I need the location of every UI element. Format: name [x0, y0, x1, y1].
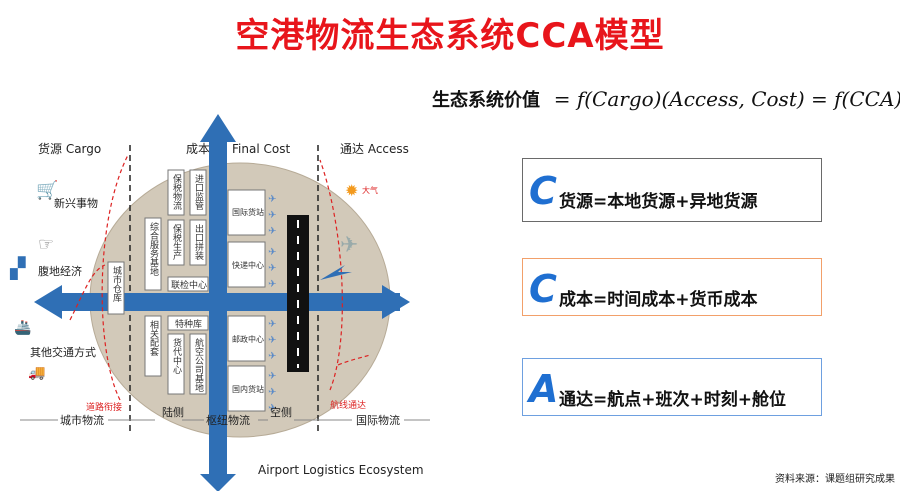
zone-express-center: 快递中心 [232, 260, 264, 270]
zone-city-warehouse: 城市仓库 [111, 266, 122, 303]
svg-text:✈: ✈ [268, 263, 276, 274]
label-cargo: 货源 Cargo [38, 141, 101, 156]
source-note: 资料来源：课题组研究成果 [775, 474, 895, 485]
cargo-text: 货源=本地货源+异地货源 [559, 192, 758, 212]
label-route-access: 航线通达 [330, 399, 366, 411]
item-other-transport: 其他交通方式 [30, 345, 96, 359]
cargo-box: C 货源=本地货源+异地货源 [522, 158, 822, 222]
svg-text:✹: ✹ [345, 181, 358, 200]
svg-text:🛒: 🛒 [36, 179, 58, 201]
zone-airline-base: 航空公司基地 [193, 337, 204, 392]
airport-logistics-diagram: 货源 Cargo 成本 Final Cost 通达 Access ✈ ✈ ✈ ✈ ✈ ✈… [9, 114, 430, 491]
label-land-side: 陆侧 [162, 405, 184, 419]
diagram-caption: Airport Logistics Ecosystem [258, 463, 424, 477]
label-final-cost: Final Cost [232, 142, 290, 156]
zone-export-consolidation: 出口拼装 [193, 223, 204, 261]
svg-text:✈: ✈ [268, 335, 276, 346]
zone-bonded-logistics: 保税物流 [171, 173, 182, 211]
item-weather: 大气 [362, 185, 378, 195]
zone-domestic-cargo-station: 国内货站 [232, 384, 264, 394]
svg-text:🚚: 🚚 [28, 365, 45, 381]
zone-integrated-service: 综合服务基地 [148, 221, 159, 276]
runway [287, 215, 309, 372]
svg-text:✈: ✈ [268, 279, 276, 290]
svg-text:🚢: 🚢 [14, 320, 31, 336]
cost-box: C 成本=时间成本+货币成本 [522, 258, 822, 316]
horizontal-axis-arrow [60, 293, 400, 311]
label-hub-logistics: 枢纽物流 [206, 413, 250, 427]
svg-text:☞: ☞ [38, 234, 54, 255]
svg-text:✈: ✈ [268, 403, 276, 414]
zone-bonded-production: 保税生产 [171, 223, 182, 261]
label-cost: 成本 [186, 142, 210, 156]
svg-text:✈: ✈ [268, 371, 276, 382]
formula-expression: = f(Cargo)(Access, Cost) = f(CCA) [553, 87, 900, 111]
cost-letter: C [529, 267, 557, 311]
label-access: 通达 Access [340, 142, 409, 156]
label-air-side: 空侧 [270, 405, 292, 419]
item-hinterland: 腹地经济 [38, 264, 82, 278]
zone-intl-cargo-station: 国际货站 [232, 207, 264, 217]
svg-text:✈: ✈ [268, 247, 276, 258]
svg-text:✈: ✈ [268, 351, 276, 362]
zone-freight-forwarding: 货代中心 [171, 337, 182, 374]
ecosystem-value-formula: 生态系统价值 = f(Cargo)(Access, Cost) = f(CCA) [432, 86, 900, 112]
label-intl-logistics: 国际物流 [356, 413, 400, 427]
formula-label: 生态系统价值 [432, 90, 540, 111]
svg-text:✈: ✈ [268, 387, 276, 398]
zone-postal-center: 邮政中心 [232, 334, 264, 344]
item-emerging: 新兴事物 [54, 196, 98, 210]
cargo-letter: C [529, 169, 557, 213]
svg-text:▞: ▞ [9, 256, 26, 280]
zone-related-distribution: 相关配套 [148, 319, 159, 357]
zone-special-warehouse: 特种库 [175, 318, 202, 330]
label-road-connection: 道路衔接 [86, 401, 122, 413]
label-city-logistics: 城市物流 [60, 413, 104, 427]
access-text: 通达=航点+班次+时刻+舱位 [559, 390, 786, 410]
page-title: 空港物流生态系统CCA模型 [235, 16, 665, 56]
svg-text:✈: ✈ [268, 194, 276, 205]
svg-text:✈: ✈ [268, 210, 276, 221]
svg-text:✈: ✈ [268, 319, 276, 330]
access-letter: A [529, 367, 559, 411]
access-box: A 通达=航点+班次+时刻+舱位 [522, 358, 822, 416]
zone-joint-inspection: 联检中心 [171, 279, 207, 291]
svg-text:✈: ✈ [340, 233, 358, 258]
cost-text: 成本=时间成本+货币成本 [559, 290, 758, 310]
zone-import-supervision: 进口监管 [193, 174, 204, 210]
svg-text:✈: ✈ [268, 226, 276, 237]
